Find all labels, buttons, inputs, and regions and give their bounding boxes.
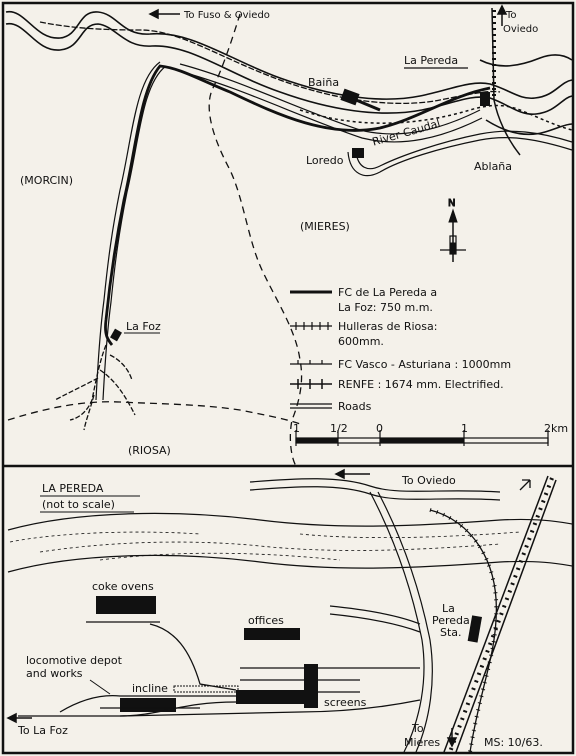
corner-arrow xyxy=(519,479,531,491)
hulleras-riosa-line xyxy=(54,344,136,431)
arrow-to-oviedo xyxy=(334,468,370,480)
label-fuso-oviedo: To Fuso & Oviedo xyxy=(183,10,270,21)
loredo-building xyxy=(352,148,364,158)
label-to-mieres-2: Mieres xyxy=(404,736,440,749)
scale-tick-1: 1 xyxy=(293,422,300,435)
renfe-line-top xyxy=(299,7,573,156)
tracks-to-la-foz xyxy=(18,694,421,717)
legend-roads: Roads xyxy=(338,400,372,413)
arrow-to-mieres xyxy=(446,728,458,748)
label-riosa: (RIOSA) xyxy=(128,444,171,457)
scale-tick-2km: 2km xyxy=(544,422,568,435)
incline-hatch xyxy=(173,685,239,693)
legend-fc-la-pereda-2: La Foz: 750 m.m. xyxy=(338,301,433,314)
boundaries xyxy=(7,13,303,467)
legend-vasco: FC Vasco - Asturiana : 1000mm xyxy=(338,358,511,371)
credit: MS: 10/63. xyxy=(484,736,543,749)
roads-top xyxy=(95,61,573,401)
bottom-map: LA PEREDA (not to scale) To Oviedo xyxy=(6,468,573,753)
label-coke-ovens: coke ovens xyxy=(92,580,154,593)
la-foz-building xyxy=(110,328,122,342)
legend-symbol-renfe xyxy=(290,379,332,389)
inset-title: LA PEREDA xyxy=(42,482,104,495)
label-ablana: Ablaña xyxy=(474,160,512,173)
legend-hulleras-2: 600mm. xyxy=(338,335,384,348)
label-screens: screens xyxy=(324,696,367,709)
screens-building-base xyxy=(236,690,308,704)
label-baina: Baiña xyxy=(308,76,339,89)
label-loredo: Loredo xyxy=(306,154,344,167)
label-oviedo: Oviedo xyxy=(503,24,538,35)
river-caudal xyxy=(5,11,573,136)
label-to-oviedo: To Oviedo xyxy=(401,474,456,487)
label-la-foz: La Foz xyxy=(126,320,161,333)
fc-la-pereda-line xyxy=(104,64,491,346)
scale-tick-1km: 1 xyxy=(461,422,468,435)
top-map: To Fuso & Oviedo To Oviedo La Pereda Bai… xyxy=(5,4,573,467)
road-works xyxy=(329,605,421,633)
pereda-building xyxy=(480,92,490,106)
label-to-la-foz: To La Foz xyxy=(17,724,68,737)
legend: FC de La Pereda a La Foz: 750 m.m. Hulle… xyxy=(290,286,511,413)
legend-hulleras-1: Hulleras de Riosa: xyxy=(338,320,437,333)
label-incline: incline xyxy=(132,682,168,695)
baina-mine xyxy=(340,88,381,112)
incline-track xyxy=(149,623,237,691)
arrow-to-oviedo-top xyxy=(496,4,508,26)
coke-ovens-building xyxy=(96,596,156,614)
river-inset xyxy=(7,512,573,573)
arrow-to-la-foz xyxy=(6,712,32,724)
north-arrow-icon: N xyxy=(440,198,466,262)
label-la: La xyxy=(442,602,455,615)
fc-vasco-asturiana-line xyxy=(39,21,501,105)
legend-fc-la-pereda-1: FC de La Pereda a xyxy=(338,286,437,299)
legend-symbol-vasco xyxy=(290,360,332,365)
label-loco-depot-1: locomotive depot xyxy=(26,654,123,667)
scale-tick-0: 0 xyxy=(376,422,383,435)
inset-subtitle: (not to scale) xyxy=(42,498,115,511)
label-morcin: (MORCIN) xyxy=(20,174,73,187)
label-to-mieres-1: To xyxy=(411,722,424,735)
scale-bar: 1 1/2 0 1 2km xyxy=(293,422,568,446)
arrow-to-fuso xyxy=(148,8,180,20)
legend-symbol-roads xyxy=(290,403,332,409)
label-river-caudal: River Caudal xyxy=(371,117,442,149)
scale-tick-half: 1/2 xyxy=(330,422,348,435)
label-loco-depot-2: and works xyxy=(26,667,83,680)
svg-text:N: N xyxy=(448,198,455,209)
legend-symbol-hulleras xyxy=(290,322,332,330)
offices-building xyxy=(244,628,300,640)
legend-renfe: RENFE : 1674 mm. Electrified. xyxy=(338,378,504,391)
road-south xyxy=(369,491,433,753)
label-to: To xyxy=(505,10,517,21)
label-pereda: Pereda xyxy=(432,614,470,627)
screen-sidings xyxy=(240,667,420,693)
label-sta: Sta. xyxy=(440,626,462,639)
la-pereda-station-building xyxy=(467,615,483,643)
label-offices: offices xyxy=(248,614,284,627)
label-la-pereda: La Pereda xyxy=(404,54,458,67)
road-to-oviedo xyxy=(249,478,501,501)
vasco-line-bottom xyxy=(429,508,499,753)
label-mieres: (MIERES) xyxy=(300,220,350,233)
